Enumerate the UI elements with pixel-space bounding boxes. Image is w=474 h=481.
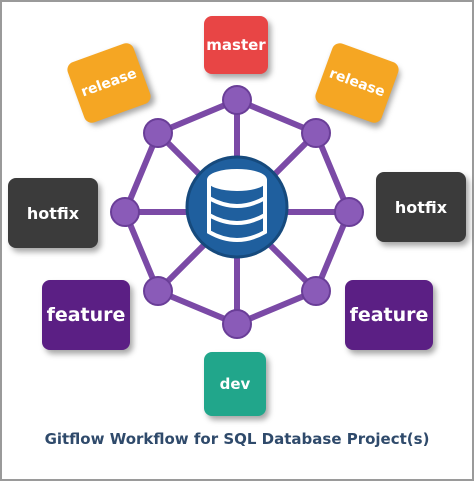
database-icon: [185, 155, 289, 259]
branch-hotfix-right-label: hotfix: [394, 197, 448, 217]
branch-hotfix-right: hotfix: [376, 172, 466, 242]
branch-hotfix-left-label: hotfix: [26, 203, 80, 223]
node-top: [222, 85, 252, 115]
branch-master-label: master: [206, 36, 266, 54]
branch-release-right-label: release: [327, 65, 387, 101]
branch-feature-left-label: feature: [46, 304, 126, 326]
branch-release-left-label: release: [79, 65, 139, 101]
node-right: [334, 197, 364, 227]
node-bottom-left: [143, 276, 173, 306]
branch-master: master: [204, 16, 268, 74]
node-top-left: [143, 118, 173, 148]
branch-dev: dev: [204, 352, 266, 416]
branch-dev-label: dev: [219, 375, 251, 393]
node-top-right: [301, 118, 331, 148]
branch-feature-left: feature: [42, 280, 130, 350]
node-left: [110, 197, 140, 227]
branch-hotfix-left: hotfix: [8, 178, 98, 248]
branch-feature-right-label: feature: [349, 304, 429, 326]
branch-feature-right: feature: [345, 280, 433, 350]
node-bottom-right: [301, 276, 331, 306]
diagram-caption: Gitflow Workflow for SQL Database Projec…: [44, 430, 430, 448]
node-bottom: [222, 309, 252, 339]
